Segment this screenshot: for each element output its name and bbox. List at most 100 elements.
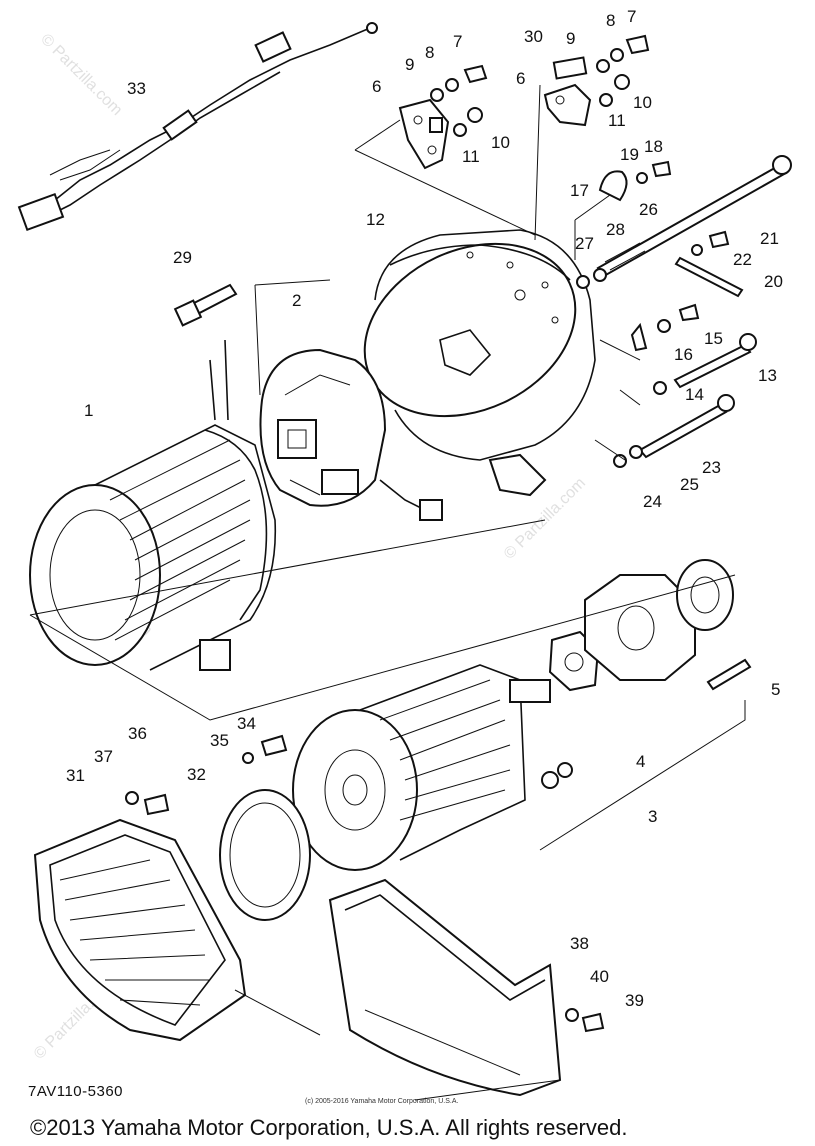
callout-26: 26 xyxy=(639,200,658,219)
callout-27: 27 xyxy=(575,234,594,253)
washer-35 xyxy=(242,752,254,764)
bolt-5 xyxy=(706,658,752,691)
callout-6: 6 xyxy=(516,69,525,88)
guard-38 xyxy=(328,878,562,1097)
callout-12: 12 xyxy=(366,210,385,229)
wire-harness-33 xyxy=(17,22,378,232)
callout-38: 38 xyxy=(570,934,589,953)
callout-20: 20 xyxy=(764,272,783,291)
callout-4: 4 xyxy=(636,752,645,771)
washer-40 xyxy=(565,1008,579,1022)
screw-7 xyxy=(625,34,650,55)
washer-11 xyxy=(599,93,613,107)
bolt-23 xyxy=(638,403,728,459)
callout-10: 10 xyxy=(491,133,510,152)
callout-29: 29 xyxy=(173,248,192,267)
callout-35: 35 xyxy=(210,731,229,750)
callout-9: 9 xyxy=(405,55,414,74)
cover-plate-32 xyxy=(219,789,311,921)
watermark-text: © Partzilla.com xyxy=(37,31,125,119)
callout-34: 34 xyxy=(237,714,256,733)
callout-14: 14 xyxy=(685,385,704,404)
leader-lines xyxy=(29,84,746,1101)
callout-36: 36 xyxy=(128,724,147,743)
washer-28 xyxy=(593,268,607,282)
washer-37 xyxy=(125,791,139,805)
washer-25 xyxy=(629,445,643,459)
screw-15 xyxy=(678,303,700,322)
callout-21: 21 xyxy=(760,229,779,248)
callout-28: 28 xyxy=(606,220,625,239)
screw-7 xyxy=(463,64,488,84)
washer-24 xyxy=(613,454,627,468)
callout-19: 19 xyxy=(620,145,639,164)
screw-18 xyxy=(651,160,672,178)
bearing-5 xyxy=(676,559,734,631)
bolt-26-head xyxy=(772,155,792,175)
callout-25: 25 xyxy=(680,475,699,494)
bolt-26-thread xyxy=(604,242,646,271)
callout-18: 18 xyxy=(644,137,663,156)
stator-1 xyxy=(29,424,277,671)
brush-holder-6-left xyxy=(398,98,450,170)
washer-9 xyxy=(430,88,444,102)
callout-30: 30 xyxy=(524,27,543,46)
callout-22: 22 xyxy=(733,250,752,269)
callout-2: 2 xyxy=(292,291,301,310)
callout-3: 3 xyxy=(648,807,657,826)
callout-15: 15 xyxy=(704,329,723,348)
plate-20 xyxy=(674,256,744,298)
callout-37: 37 xyxy=(94,747,113,766)
brush-holder-6-right xyxy=(543,56,592,127)
callout-23: 23 xyxy=(702,458,721,477)
callout-7: 7 xyxy=(453,32,462,51)
bracket-housing-12 xyxy=(363,229,596,497)
callout-32: 32 xyxy=(187,765,206,784)
callout-11: 11 xyxy=(462,147,480,166)
bolt-29-head xyxy=(173,299,203,327)
callout-17: 17 xyxy=(570,181,589,200)
copyright-notice: ©2013 Yamaha Motor Corporation, U.S.A. A… xyxy=(30,1115,627,1140)
clamp-17 xyxy=(598,170,628,202)
callout-1: 1 xyxy=(84,401,93,420)
small-copyright: (c) 2005-2016 Yamaha Motor Corporation, … xyxy=(305,1098,458,1105)
washer-8 xyxy=(445,78,459,92)
exciter-rotor-4 xyxy=(584,574,696,681)
screw-21 xyxy=(708,230,730,249)
washer-11 xyxy=(453,123,467,137)
screw-36 xyxy=(143,793,170,816)
callout-31: 31 xyxy=(66,766,85,785)
washer-8 xyxy=(610,48,624,62)
washer-27 xyxy=(576,275,590,289)
callout-labels: 1 2 3 31 4 5 6 6 7 7 8 8 9 9 10 10 11 11… xyxy=(66,7,783,1010)
callout-5: 5 xyxy=(771,680,780,699)
rotor-3 xyxy=(292,630,600,871)
callout-24: 24 xyxy=(643,492,662,511)
end-cover-31 xyxy=(33,818,247,1042)
callout-8: 8 xyxy=(606,11,615,30)
bolt-23-head xyxy=(717,394,735,412)
washer-14 xyxy=(653,381,667,395)
screw-39 xyxy=(581,1012,605,1033)
nut-3 xyxy=(541,771,559,789)
callout-16: 16 xyxy=(674,345,693,364)
stud xyxy=(630,322,648,352)
callout-33: 33 xyxy=(127,79,146,98)
callout-6: 6 xyxy=(372,77,381,96)
field-coil-2 xyxy=(209,339,443,521)
washer-19 xyxy=(636,172,648,184)
nut-10 xyxy=(467,107,483,123)
callout-7: 7 xyxy=(627,7,636,26)
screw-34 xyxy=(260,734,288,757)
callout-8: 8 xyxy=(425,43,434,62)
bolt-13 xyxy=(673,343,752,389)
callout-9: 9 xyxy=(566,29,575,48)
nut-10 xyxy=(614,74,630,90)
washer-9 xyxy=(596,59,610,73)
callout-13: 13 xyxy=(758,366,777,385)
washer-22 xyxy=(691,244,703,256)
callout-40: 40 xyxy=(590,967,609,986)
callout-10: 10 xyxy=(633,93,652,112)
diagram-code: 7AV110-5360 xyxy=(28,1083,123,1100)
